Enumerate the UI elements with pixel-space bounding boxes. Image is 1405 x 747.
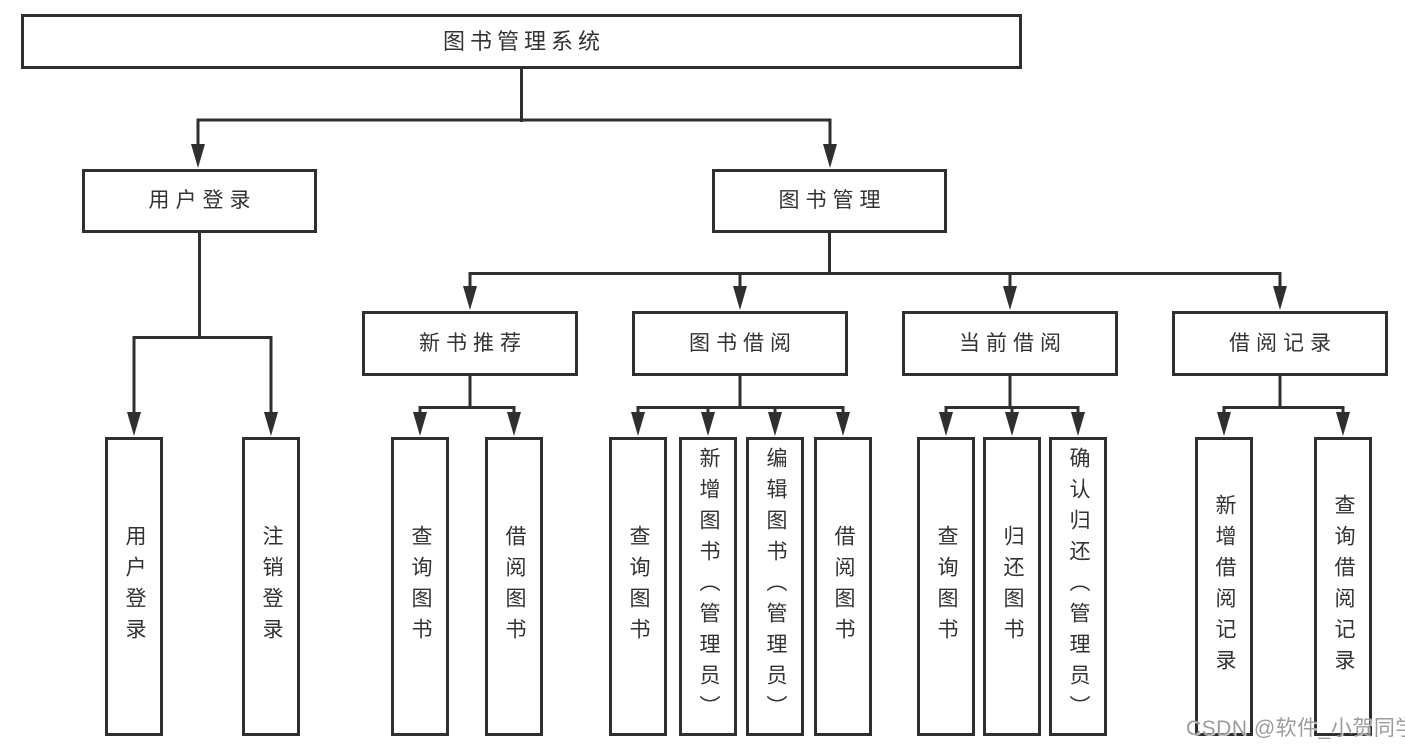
leaf-edit-book-admin: 编辑图书（管理员） [746, 437, 804, 736]
connector-lines [132, 68, 1345, 415]
arrow-down-icons [127, 144, 1350, 436]
leaf-add-book-admin: 新增图书（管理员） [679, 437, 737, 736]
leaf-user-login: 用户登录 [105, 437, 163, 736]
node-current-borrow: 当前借阅 [902, 311, 1118, 376]
node-library-management-system: 图书管理系统 [21, 14, 1022, 69]
leaf-logout: 注销登录 [242, 437, 300, 736]
leaf-query-borrow-record: 查询借阅记录 [1314, 437, 1372, 736]
node-book-borrow: 图书借阅 [632, 311, 848, 376]
leaf-confirm-return-admin: 确认归还（管理员） [1049, 437, 1107, 736]
leaf-add-borrow-record: 新增借阅记录 [1195, 437, 1253, 736]
node-user-login: 用户登录 [82, 169, 317, 233]
leaf-query-books-borrow: 查询图书 [609, 437, 667, 736]
leaf-return-book: 归还图书 [983, 437, 1041, 736]
node-book-management: 图书管理 [712, 169, 947, 233]
node-borrow-records: 借阅记录 [1172, 311, 1388, 376]
leaf-borrow-books: 借阅图书 [814, 437, 872, 736]
node-new-book-recommend: 新书推荐 [362, 311, 578, 376]
leaf-query-books-recommend: 查询图书 [391, 437, 449, 736]
watermark-text: CSDN @软件_小贺同学 [1186, 717, 1405, 740]
leaf-borrow-books-recommend: 借阅图书 [485, 437, 543, 736]
leaf-query-books-current: 查询图书 [917, 437, 975, 736]
